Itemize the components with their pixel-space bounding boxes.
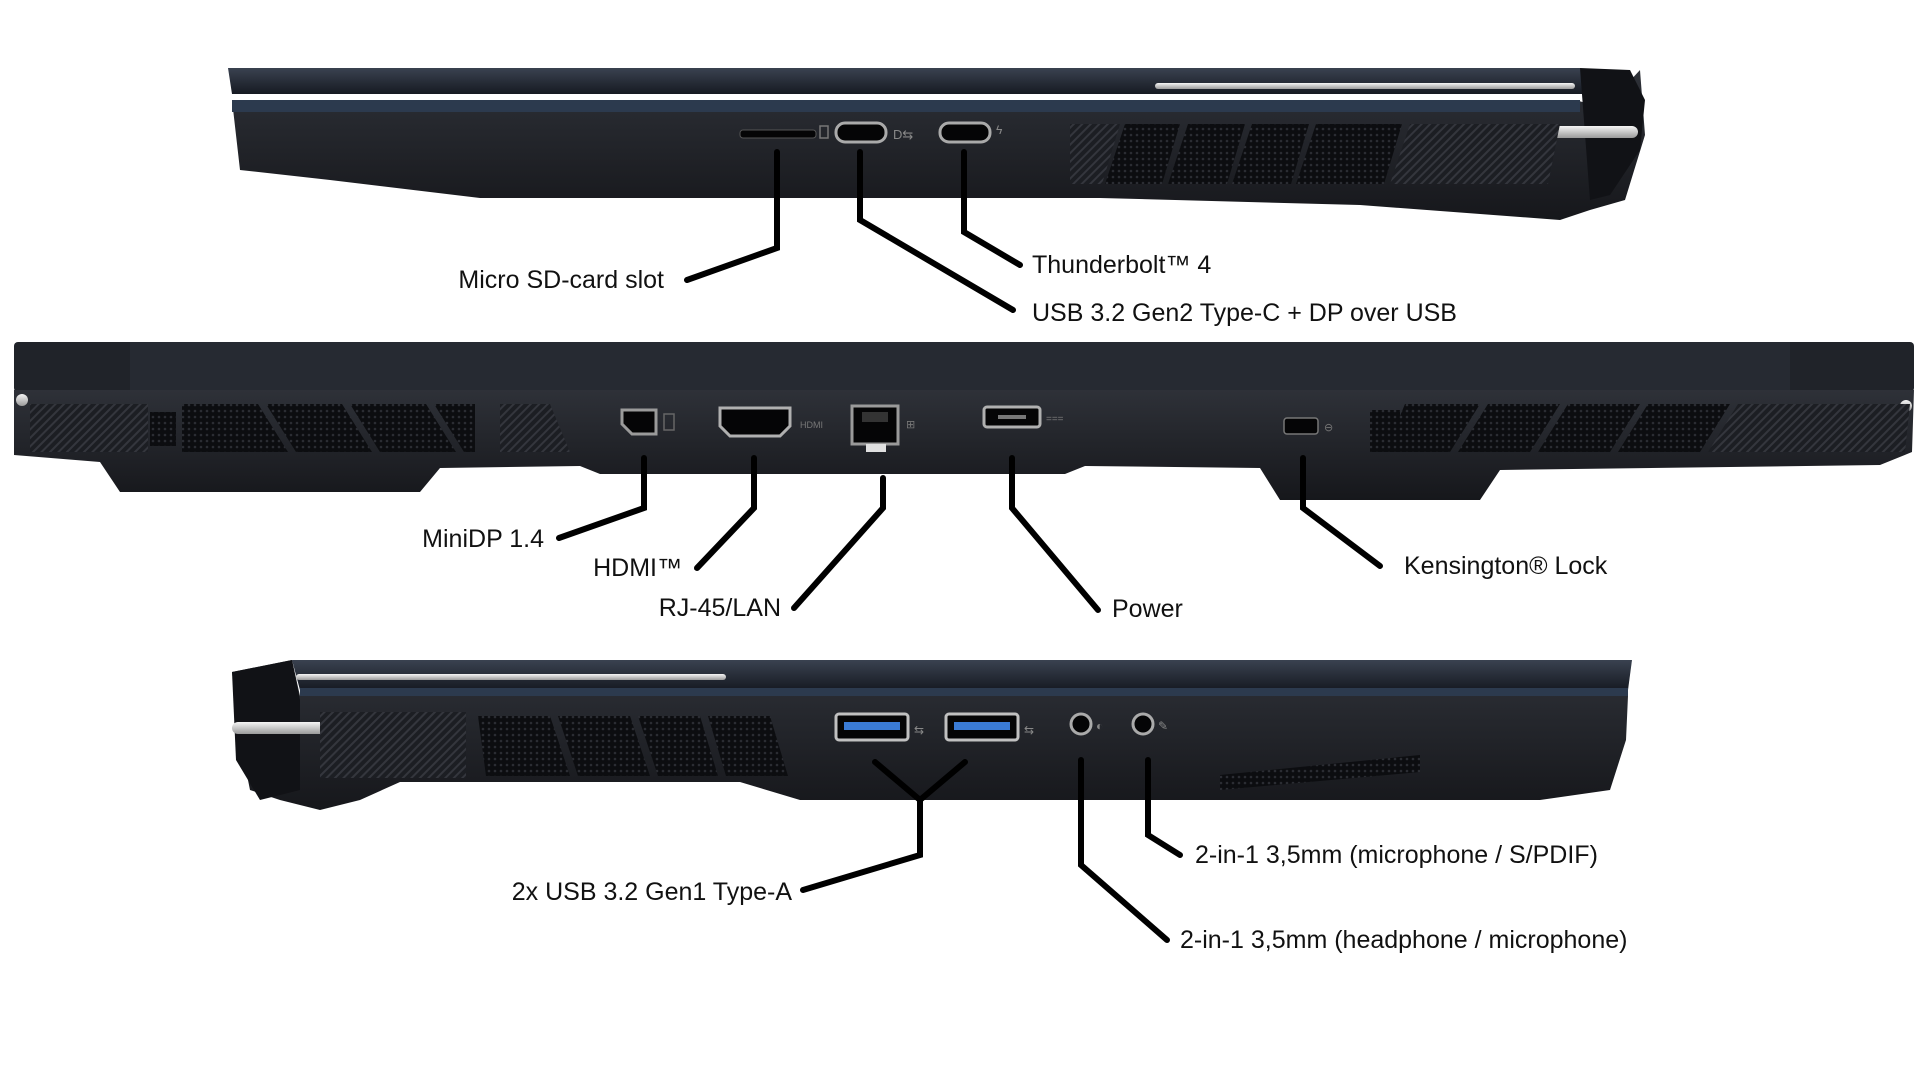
leader-kensington xyxy=(1300,455,1383,569)
laptop-left-side-view: ⇆ ⇆ ◐ ✎ xyxy=(232,660,1632,810)
label-minidp: MiniDP 1.4 xyxy=(422,525,544,553)
lid-edge xyxy=(228,68,1590,94)
label-rj45: RJ-45/LAN xyxy=(658,594,781,622)
label-usb-a: 2x USB 3.2 Gen1 Type-A xyxy=(511,878,792,906)
label-micro-sd-slot: Micro SD-card slot xyxy=(458,266,664,294)
base-top-edge xyxy=(232,100,1580,112)
leader-micro-sd xyxy=(684,149,780,283)
leader-audio-mic xyxy=(1145,757,1183,858)
svg-text:===: === xyxy=(1046,414,1064,425)
left-hinge-pin xyxy=(16,394,28,406)
laptop-rear-view: HDMI ⊞ === ⊖ xyxy=(14,342,1914,500)
audio-jack-mic: ✎ xyxy=(1131,712,1168,736)
svg-text:⊖: ⊖ xyxy=(1324,422,1333,434)
label-power: Power xyxy=(1112,595,1183,623)
chrome-strip xyxy=(296,674,726,680)
kensington-slot: ⊖ xyxy=(1283,417,1333,435)
leader-rj45 xyxy=(791,475,886,611)
leader-hdmi xyxy=(694,455,757,571)
svg-text:⊞: ⊞ xyxy=(906,419,915,431)
micro-sd-slot xyxy=(739,125,829,139)
leader-lines xyxy=(556,149,1383,943)
thunderbolt-port: ϟ xyxy=(938,121,1003,144)
label-audio-mic-spdif: 2-in-1 3,5mm (microphone / S/PDIF) xyxy=(1195,841,1598,869)
svg-text:D⇆: D⇆ xyxy=(893,127,913,142)
leader-audio-headphone xyxy=(1078,757,1170,943)
leader-usb-a xyxy=(800,759,923,893)
svg-text:HDMI: HDMI xyxy=(800,420,823,430)
hdmi-port: HDMI xyxy=(718,406,823,438)
rear-lid-center xyxy=(130,342,1790,392)
label-usb-c: USB 3.2 Gen2 Type-C + DP over USB xyxy=(1032,299,1457,327)
speaker-grille xyxy=(1220,755,1420,790)
leader-power xyxy=(1009,455,1101,613)
audio-jack-headphone: ◐ xyxy=(1069,712,1103,736)
leader-minidp xyxy=(556,455,647,541)
chrome-strip xyxy=(1155,83,1575,89)
leader-usb-a-branch xyxy=(917,759,968,803)
power-port: === xyxy=(982,405,1064,429)
svg-text:⇆: ⇆ xyxy=(914,723,924,737)
rj45-port: ⊞ xyxy=(850,404,915,452)
label-audio-headphone: 2-in-1 3,5mm (headphone / microphone) xyxy=(1180,926,1628,954)
label-kensington: Kensington® Lock xyxy=(1404,552,1608,580)
svg-text:✎: ✎ xyxy=(1158,719,1168,733)
rear-left-vents xyxy=(30,404,570,452)
leader-thunderbolt xyxy=(961,149,1023,268)
svg-text:ϟ: ϟ xyxy=(996,123,1003,137)
lid-edge xyxy=(292,660,1632,690)
left-vents xyxy=(320,712,1420,790)
usb-a-port-1: ⇆ xyxy=(834,712,924,742)
leader-usb-c xyxy=(857,149,1016,313)
svg-text:⇆: ⇆ xyxy=(1024,723,1034,737)
usb-c-port: D⇆ xyxy=(834,121,913,144)
right-vents xyxy=(1070,124,1560,184)
minidp-port xyxy=(620,408,675,436)
rear-right-vents xyxy=(1370,404,1910,452)
svg-text:◐: ◐ xyxy=(1096,719,1103,733)
label-thunderbolt: Thunderbolt™ 4 xyxy=(1032,251,1212,279)
usb-a-port-2: ⇆ xyxy=(944,712,1034,742)
base-top-edge xyxy=(300,688,1628,696)
label-hdmi: HDMI™ xyxy=(593,554,682,582)
laptop-right-side-view: D⇆ ϟ xyxy=(228,68,1645,220)
